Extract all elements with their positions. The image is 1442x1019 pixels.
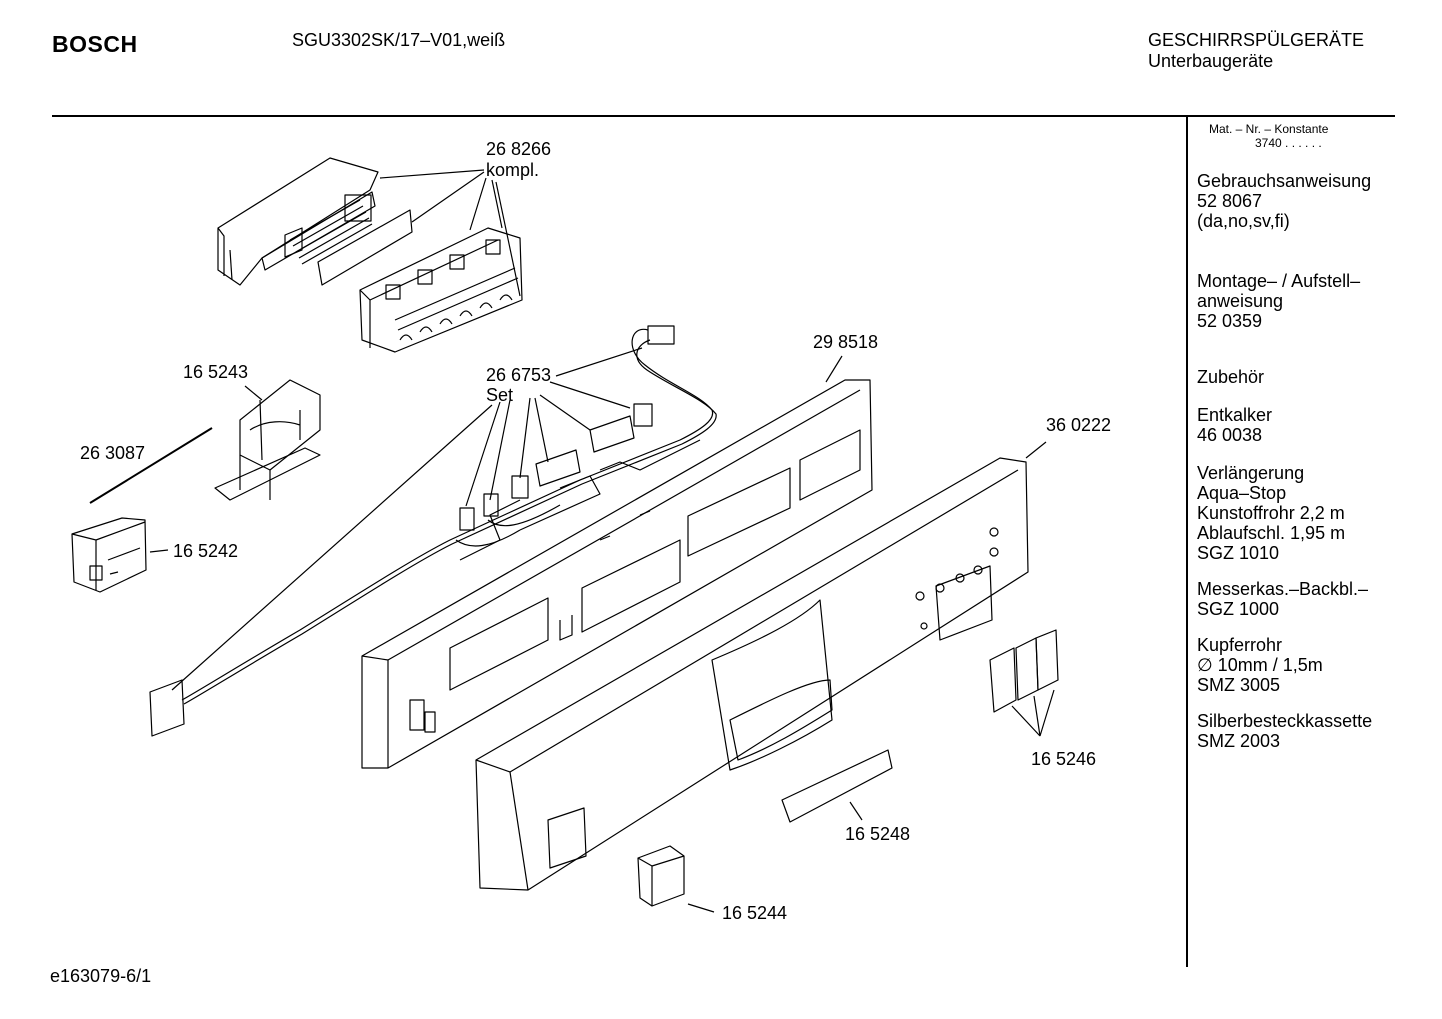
leader-165244	[687, 903, 715, 913]
leader-268266	[379, 169, 521, 297]
sidebar-entry-line: Messerkas.–Backbl.–	[1197, 579, 1369, 599]
part-263087	[89, 427, 213, 504]
appliance-category: GESCHIRRSPÜLGERÄTE Unterbaugeräte	[1148, 30, 1364, 72]
leader-165243	[244, 385, 263, 401]
leader-298518	[825, 355, 843, 383]
sidebar-entry-line: SMZ 3005	[1197, 675, 1281, 695]
category-title: GESCHIRRSPÜLGERÄTE	[1148, 30, 1365, 50]
model-number: SGU3302SK/17–V01,weiß	[292, 30, 506, 50]
part-control-panel-frame	[361, 379, 873, 769]
sidebar-divider	[1186, 117, 1188, 967]
mat-nr-label: Mat. – Nr. – Konstante	[1209, 122, 1329, 136]
sidebar-entry-line: Gebrauchsanweisung	[1197, 171, 1372, 191]
sidebar-entry-line: Aqua–Stop	[1197, 483, 1287, 503]
part-165243	[214, 379, 321, 501]
part-165242	[71, 517, 147, 593]
callout-165242: 16 5242	[173, 541, 238, 561]
accessories-sidebar: Mat. – Nr. – Konstante 3740 . . . . . . …	[1197, 122, 1387, 751]
callout-263087: 26 3087	[80, 443, 145, 463]
callout-266753-sub: Set	[486, 385, 513, 405]
callout-165248: 16 5248	[845, 824, 910, 844]
sidebar-entry-line: 46 0038	[1197, 425, 1263, 445]
sidebar-entry-line: 52 8067	[1197, 191, 1263, 211]
mat-nr-value-text: 3740 . . . . . .	[1255, 136, 1322, 150]
leader-165248	[849, 801, 863, 821]
callout-298518: 29 8518	[813, 332, 878, 352]
sidebar-entry-line: ∅ 10mm / 1,5m	[1197, 655, 1323, 675]
header-divider	[52, 115, 1395, 117]
part-165246	[989, 629, 1059, 713]
sidebar-entry-line: Ablaufschl. 1,95 m	[1197, 523, 1346, 543]
sidebar-entry: Zubehör	[1197, 367, 1387, 387]
sidebar-entry-line: anweisung	[1197, 291, 1284, 311]
callout-360222: 36 0222	[1046, 415, 1111, 435]
callout-268266-sub: kompl.	[486, 160, 539, 180]
sidebar-entry-line: SMZ 2003	[1197, 731, 1281, 751]
callout-266753: 26 6753	[486, 365, 551, 385]
mat-nr-value: 3740 . . . . . .	[1209, 136, 1387, 150]
drawing-id: e163079-6/1	[50, 966, 152, 986]
part-front-panel	[475, 457, 1029, 891]
category-subtitle: Unterbaugeräte	[1148, 51, 1274, 71]
sidebar-entry-line: Verlängerung	[1197, 463, 1305, 483]
part-cable-set	[149, 325, 717, 737]
callout-165243: 16 5243	[183, 362, 248, 382]
sidebar-entry-line: 52 0359	[1197, 311, 1263, 331]
callout-165246: 16 5246	[1031, 749, 1096, 769]
leader-165246	[1011, 689, 1055, 737]
sidebar-entry-line: Kupferrohr	[1197, 635, 1283, 655]
leader-266753	[171, 347, 643, 691]
sidebar-entry-line: Zubehör	[1197, 367, 1265, 387]
sidebar-entry: Messerkas.–Backbl.–SGZ 1000	[1197, 579, 1387, 619]
sidebar-entry-line: Montage– / Aufstell–	[1197, 271, 1361, 291]
callout-268266: 26 8266	[486, 139, 551, 159]
sidebar-entry-line: Silberbesteckkassette	[1197, 711, 1373, 731]
leader-360222	[1025, 441, 1047, 459]
sidebar-entry-line: SGZ 1010	[1197, 543, 1280, 563]
sidebar-entry-line: (da,no,sv,fi)	[1197, 211, 1290, 231]
callout-165244: 16 5244	[722, 903, 787, 923]
brand-logo: BOSCH	[52, 31, 138, 57]
part-165244	[637, 845, 685, 907]
sidebar-entry-line: SGZ 1000	[1197, 599, 1280, 619]
part-165248	[781, 749, 893, 823]
part-control-module	[217, 157, 523, 353]
sidebar-entry-line: Kunstoffrohr 2,2 m	[1197, 503, 1345, 523]
leader-165242	[149, 549, 169, 553]
sidebar-entry-line: Entkalker	[1197, 405, 1273, 425]
